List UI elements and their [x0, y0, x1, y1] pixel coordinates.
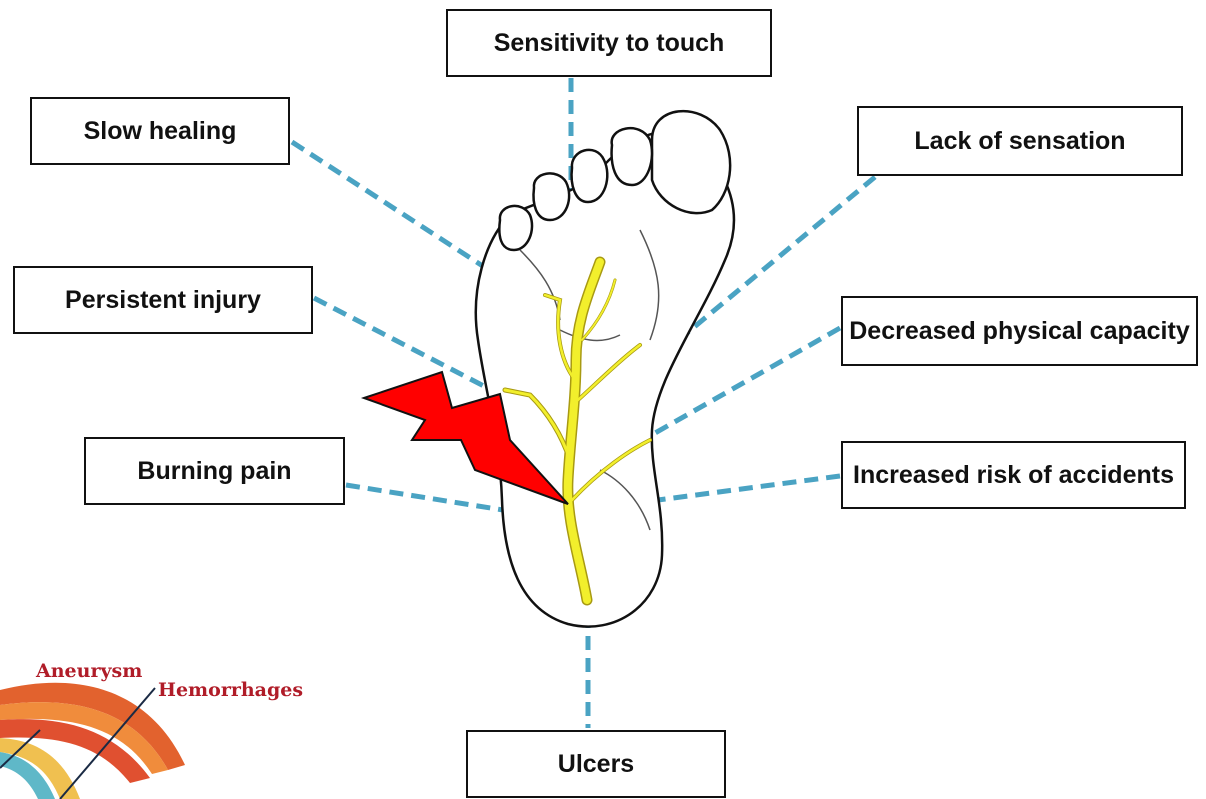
connector-increased-risk [658, 476, 840, 500]
label-increased-risk-of-accidents: Increased risk of accidents [841, 441, 1186, 509]
toe-4 [534, 173, 570, 220]
label-sensitivity-to-touch: Sensitivity to touch [446, 9, 772, 77]
label-slow-healing: Slow healing [30, 97, 290, 165]
logo-hemorrhages-text: Hemorrhages [158, 679, 303, 701]
label-ulcers: Ulcers [466, 730, 726, 798]
connector-burning-pain [346, 485, 503, 510]
toe-2 [612, 128, 652, 185]
label-lack-of-sensation: Lack of sensation [857, 106, 1183, 176]
toe-3 [572, 150, 608, 202]
big-toe [652, 111, 730, 213]
foot-outline [476, 111, 734, 626]
label-burning-pain: Burning pain [84, 437, 345, 505]
toe-5 [499, 206, 532, 250]
logo-aneurysm-text: Aneurysm [36, 660, 142, 682]
label-decreased-physical-capacity: Decreased physical capacity [841, 296, 1198, 366]
label-persistent-injury: Persistent injury [13, 266, 313, 334]
